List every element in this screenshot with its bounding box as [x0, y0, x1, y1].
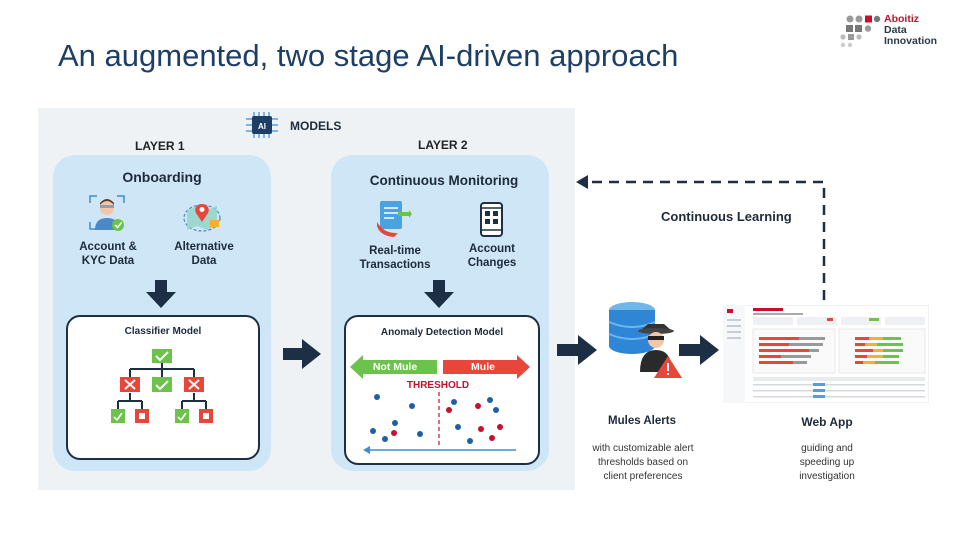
logo-dots-icon: [840, 15, 881, 48]
alternative-data-label: Alternative Data: [174, 241, 234, 267]
decision-tree-icon: [111, 349, 213, 423]
chip-icon: AI: [246, 112, 278, 138]
mule-label: Mule: [471, 361, 495, 373]
logo-line-3: Innovation: [884, 35, 938, 47]
page-title: An augmented, two stage AI-driven approa…: [58, 38, 679, 73]
webapp-screenshot: [723, 305, 929, 403]
mules-alerts-caption: with customizable alert thresholds based…: [592, 443, 694, 482]
account-kyc-label: Account & KYC Data: [79, 241, 137, 267]
map-pin-icon: [183, 204, 221, 232]
not-mule-label: Not Mule: [372, 361, 418, 373]
down-arrow-icon: [146, 280, 176, 308]
continuous-learning-label: Continuous Learning: [661, 209, 792, 224]
right-arrow-icon: [679, 335, 719, 365]
mule-alert-illustration: [608, 302, 682, 378]
anomaly-model-box: [344, 315, 540, 465]
document-icon: [377, 201, 412, 237]
anomaly-model-title: Anomaly Detection Model: [380, 327, 504, 338]
layer-2-label: LAYER 2: [418, 138, 468, 152]
onboarding-heading: Onboarding: [122, 169, 202, 185]
company-logo: [838, 14, 882, 50]
feedback-loop-arrow: [576, 175, 826, 300]
right-arrow-icon: [283, 339, 321, 369]
logo-text: Aboitiz Data Innovation: [884, 14, 937, 47]
mule-arrow: [443, 355, 530, 379]
person-scan-icon: [89, 195, 125, 231]
webapp-caption: guiding and speeding up investigation: [799, 443, 855, 482]
logo-line-1: Aboitiz: [884, 13, 919, 25]
continuous-monitoring-heading: Continuous Monitoring: [369, 173, 519, 188]
not-mule-arrow: [350, 355, 437, 379]
account-changes-label: Account Changes: [467, 243, 517, 269]
webapp-title: Web App: [801, 415, 853, 429]
right-arrow-icon: [557, 335, 597, 365]
layer-1-label: LAYER 1: [135, 139, 185, 153]
realtime-transactions-label: Real-time Transactions: [359, 245, 431, 271]
classifier-model-title: Classifier Model: [124, 326, 202, 337]
threshold-label: THRESHOLD: [406, 380, 470, 391]
mule-split-arrows: [350, 355, 530, 379]
phone-icon: [480, 202, 503, 237]
chip-label: AI: [258, 122, 266, 131]
hacker-icon: [638, 324, 674, 372]
warning-icon: [654, 356, 682, 378]
down-arrow-icon: [424, 280, 454, 308]
mules-alerts-title: Mules Alerts: [608, 415, 676, 427]
models-label: MODELS: [290, 119, 342, 133]
logo-line-2: Data: [884, 24, 907, 36]
anomaly-scatter: [363, 392, 516, 454]
